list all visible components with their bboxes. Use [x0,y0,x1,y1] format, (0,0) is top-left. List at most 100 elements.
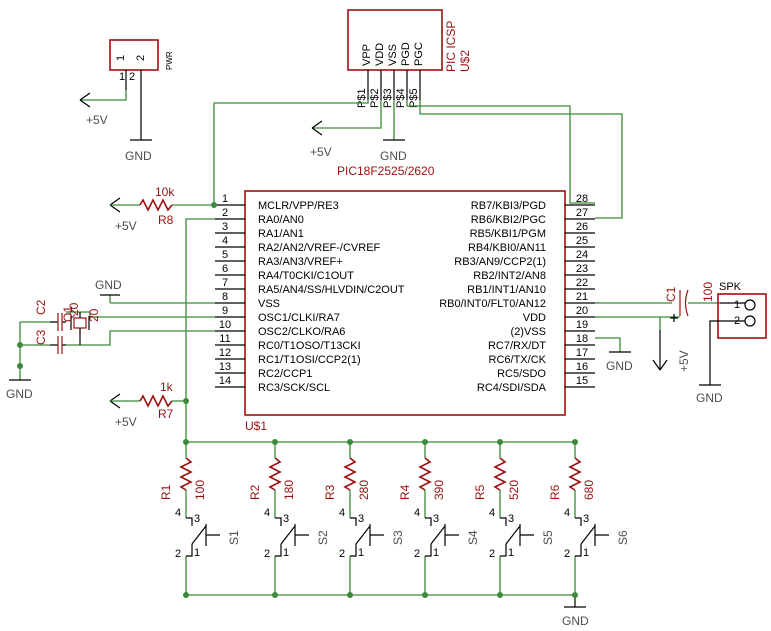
icsp-pad-label: P$4 [395,88,407,108]
switch-ref: S2 [316,530,330,545]
switch-pin-label: 2 [564,548,570,560]
ladder-switch [425,517,459,557]
mcu-pin-number: 23 [576,263,588,275]
ladder-resistor-value: 680 [582,480,596,500]
net-gnd-label: GND [95,278,122,292]
ladder-resistor [268,457,282,491]
switch-pin-label: 3 [194,513,200,525]
wire-pgd [406,100,595,204]
switch-pin-label: 3 [433,513,439,525]
oscillator: C2 20 C3 20 Q1 GND [6,299,215,401]
mcu-pin-number: 3 [222,221,228,233]
mcu-pin-number: 14 [219,375,231,387]
mcu-pin-number: 21 [576,291,588,303]
mcu-pin-name: RB5/KBI1/PGM [470,228,546,240]
r7-value: 1k [160,380,174,394]
switch-pin-label: 1 [194,547,200,559]
plus5v-arrow [652,330,668,371]
mcu-pin-number: 27 [576,207,588,219]
plus5v-arrow [109,393,121,409]
mcu-pin-name: RB4/KBI0/AN11 [468,242,546,254]
ladder-resistor-value: 390 [432,480,446,500]
mcu-pin-name: RB2/INT2/AN8 [473,270,546,282]
mcu-pin-name: RB7/KBI3/PGD [471,200,546,212]
plus5v-arrow [79,92,91,108]
mcu-pin-number: 25 [576,235,588,247]
c2-ref: C2 [34,299,48,315]
mcu-pin-name: RB1/INT1/AN10 [467,284,546,296]
mcu-pin-name: RA3/AN3/VREF+ [258,256,343,268]
ladder-resistor-ref: R4 [398,484,412,500]
switch-pin-label: 4 [414,507,420,519]
net-gnd-label: GND [125,149,152,163]
mcu-pin-name: RB3/AN9/CCP2(1) [454,256,546,268]
mcu-pin-number: 6 [222,263,228,275]
r8-ref: R8 [158,213,174,227]
icsp-pin-name: VDD [374,43,386,66]
ladder-resistor-ref: R6 [548,484,562,500]
switch-pin-label: 2 [264,548,270,560]
mcu-pin-number: 4 [222,235,228,247]
r8-value: 10k [155,185,175,199]
mcu-pin-number: 19 [576,319,588,331]
wire-pwr-vcc [80,90,127,101]
pwr-body [109,39,159,71]
mcu-part-name: PIC18F2525/2620 [337,164,435,178]
switch-pin-label: 4 [564,507,570,519]
mcu-pin-name: MCLR/VPP/RE3 [258,200,339,212]
icsp-pin-name: PGD [400,42,412,66]
junction-dot [211,202,217,208]
net-plus5v-label: +5V [86,113,108,127]
mcu-pin-number: 5 [222,249,228,261]
switch-pin-label: 1 [433,547,439,559]
mcu-pin-name: RC0/T1OSO/T13CKI [258,340,361,352]
mcu-pin-number: 7 [222,277,228,289]
mcu-pin-number: 26 [576,221,588,233]
ladder-resistor-value: 280 [357,480,371,500]
switch-pin-label: 1 [358,547,364,559]
mcu-ref: U$1 [245,419,267,433]
ladder-switch [575,517,609,557]
cap-plates [57,313,63,354]
ladder-resistor-value: 520 [507,480,521,500]
mcu-pin-number: 2 [222,207,228,219]
mcu-pin-name: RA4/T0CKI/C1OUT [258,270,354,282]
mcu-pin-number: 8 [222,291,228,303]
plus5v-arrow [311,120,323,136]
mcu-pin-number: 18 [576,333,588,345]
pwr-pin1-label: 1 [115,55,127,61]
spk-body [717,293,767,339]
pwr-connector: 1 2 PWR 1 2 +5V GND [79,39,174,163]
switch-pin-label: 2 [175,548,181,560]
ladder-switch [350,517,384,557]
mcu-pin-name: RC2/CCP1 [258,368,312,380]
switch-pin-label: 3 [583,513,589,525]
mcu-pin-number: 11 [219,333,230,345]
wire-pgc [419,100,623,219]
mcu-pins: 1MCLR/VPP/RE32RA0/AN03RA1/AN14RA2/AN2/VR… [219,193,588,394]
mcu-pin-number: 10 [219,319,231,331]
wire-ra0 [185,218,215,442]
net-gnd-label: GND [562,614,589,628]
mcu-pin-number: 22 [576,277,588,289]
mcu-pin-number: 20 [576,305,588,317]
c3-ref: C3 [34,329,48,345]
icsp-pin-name: VPP [361,44,373,66]
mcu-pin-name: RB6/KBI2/PGC [471,214,546,226]
ladder-resistor-ref: R1 [159,484,173,500]
spk-pad1 [744,299,756,311]
switch-pin-label: 4 [175,507,181,519]
switch-pin-label: 3 [283,513,289,525]
switch-pin-label: 2 [489,548,495,560]
ladder-resistor-ref: R5 [473,484,487,500]
ladder-resistor-ref: R2 [248,484,262,500]
resistor-r8: 10k R8 +5V [109,185,215,233]
junction-dot [183,398,189,404]
mcu-pin-number: 16 [576,361,588,373]
icsp-connector: PIC ICSP U$2 VPP VDD VSS PGD PGC P$1 P$2… [347,9,472,108]
